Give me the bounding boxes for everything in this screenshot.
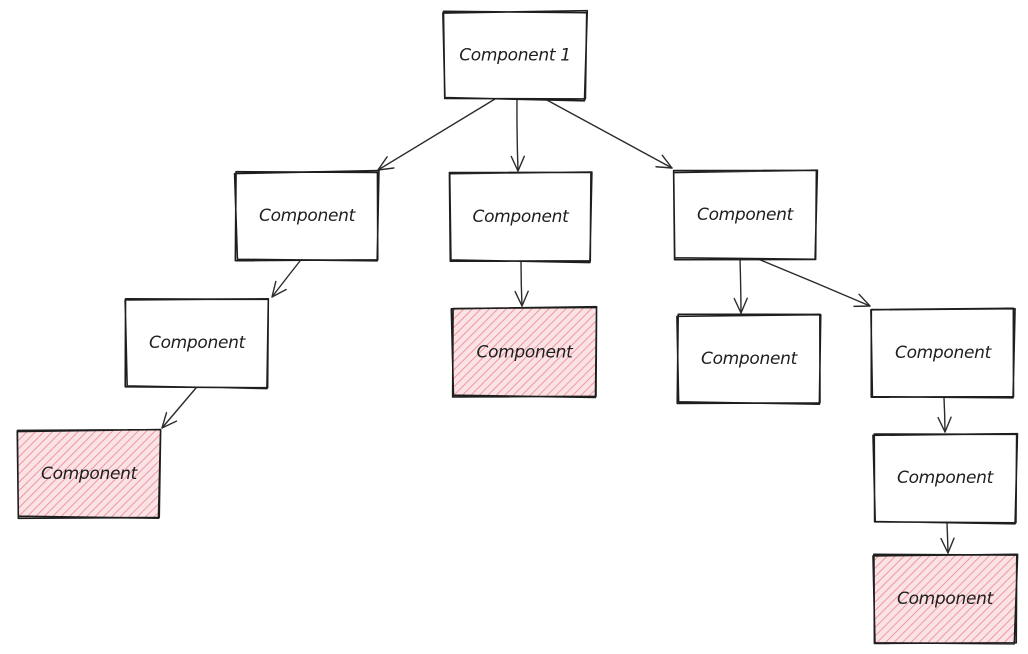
arrowhead-icon: [733, 297, 748, 314]
node-c3b: Component: [870, 307, 1016, 399]
edge-line: [161, 387, 197, 429]
arrowhead-icon: [161, 411, 178, 429]
node-label: Component: [701, 349, 799, 369]
node-fill: [444, 12, 586, 99]
node-highlight-fill: [453, 308, 596, 397]
arrowhead-icon: [514, 290, 529, 307]
edges-layer: [161, 98, 955, 554]
edge-c3-to-c3b: [757, 258, 871, 308]
node-c1a: Component: [124, 297, 270, 390]
node-outline: [442, 9, 589, 102]
node-label: Component: [259, 206, 357, 226]
node-fill: [450, 173, 591, 261]
edge-c3-to-c3a: [733, 258, 748, 314]
node-outline: [448, 171, 593, 264]
edge-line: [544, 98, 673, 169]
node-label: Component 1: [459, 46, 571, 66]
arrowhead-icon: [940, 537, 955, 554]
node-fill: [872, 309, 1014, 397]
node-root: Component 1: [442, 9, 589, 102]
node-label: Component: [895, 343, 993, 363]
edge-line: [943, 397, 946, 433]
node-outline: [872, 432, 1019, 525]
node-outline: [450, 305, 598, 399]
node-fill: [874, 434, 1016, 522]
node-outline: [672, 169, 819, 261]
node-label: Component: [897, 468, 995, 488]
node-fill: [678, 315, 820, 403]
node-c3: Component: [672, 169, 819, 261]
node-label: Component: [897, 589, 995, 609]
node-c1a1: Component: [16, 428, 162, 520]
edge-c2-to-c2a: [514, 261, 529, 307]
node-label: Component: [473, 207, 571, 227]
edge-line: [377, 98, 496, 171]
node-c3a: Component: [676, 313, 822, 406]
arrowhead-icon: [271, 280, 287, 298]
node-fill: [236, 172, 378, 260]
node-c2: Component: [448, 171, 593, 264]
node-label: Component: [149, 333, 247, 353]
node-outline: [676, 313, 822, 406]
node-outline: [124, 297, 270, 390]
edge-c1-to-c1a: [271, 260, 301, 298]
node-highlight-fill: [18, 430, 160, 518]
node-label: Component: [41, 464, 139, 484]
edge-line: [516, 98, 519, 172]
node-highlight-fill: [874, 555, 1016, 643]
edge-line: [271, 260, 301, 298]
edge-root-to-c3: [544, 98, 673, 169]
edge-c3b1-to-c3b2: [940, 522, 955, 554]
edge-line: [757, 258, 871, 307]
edge-c1a-to-c1a1: [161, 387, 197, 429]
edge-line: [739, 258, 742, 314]
edge-root-to-c1: [377, 98, 496, 171]
arrowhead-icon: [510, 155, 526, 172]
arrowhead-icon: [655, 154, 673, 169]
node-outline: [872, 553, 1019, 645]
edge-root-to-c2: [510, 98, 526, 172]
node-fill: [126, 299, 268, 387]
edge-c3b-to-c3b1: [937, 397, 952, 433]
node-label: Component: [697, 205, 795, 225]
node-c2a: Component: [450, 305, 598, 399]
node-c3b2: Component: [872, 553, 1019, 645]
node-outline: [870, 307, 1016, 399]
arrowhead-icon: [937, 416, 952, 433]
node-outline: [16, 428, 162, 520]
edge-line: [520, 261, 523, 307]
arrowhead-icon: [853, 293, 871, 308]
edge-line: [946, 522, 949, 554]
node-c1: Component: [233, 169, 380, 262]
node-label: Component: [477, 343, 575, 363]
node-c3b1: Component: [872, 432, 1019, 525]
node-fill: [674, 171, 816, 259]
node-outline: [233, 169, 380, 262]
